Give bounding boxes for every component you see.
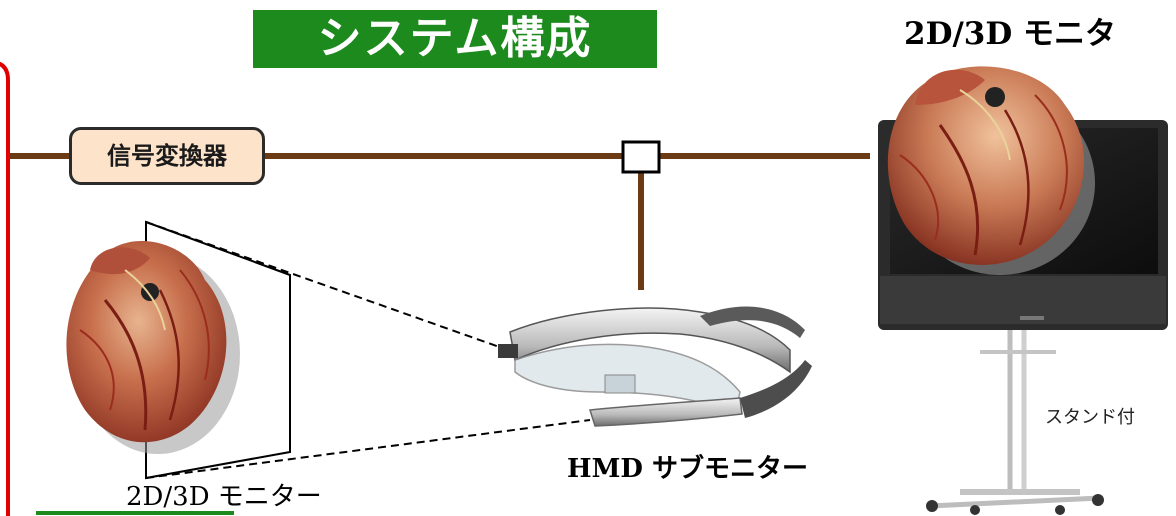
projection-ray-top bbox=[145, 221, 509, 351]
stand-label: スタンド付 bbox=[1045, 407, 1135, 428]
smart-glasses-icon bbox=[498, 306, 812, 427]
junction-box-icon bbox=[621, 140, 661, 174]
green-underline bbox=[36, 511, 234, 515]
monitor-label: 2D/3D モニタ bbox=[904, 16, 1117, 52]
heart-model-icon bbox=[66, 241, 240, 454]
signal-lines bbox=[10, 153, 870, 290]
hmd-label: HMD サブモニター bbox=[567, 454, 808, 484]
projection-ray-bottom bbox=[145, 419, 591, 479]
left-red-border bbox=[0, 61, 10, 516]
heart-model-3d-icon bbox=[887, 66, 1095, 275]
projection-label: 2D/3D モニター bbox=[126, 482, 322, 512]
signal-converter-box: 信号変換器 bbox=[69, 127, 265, 185]
title-banner: システム構成 bbox=[253, 10, 657, 68]
